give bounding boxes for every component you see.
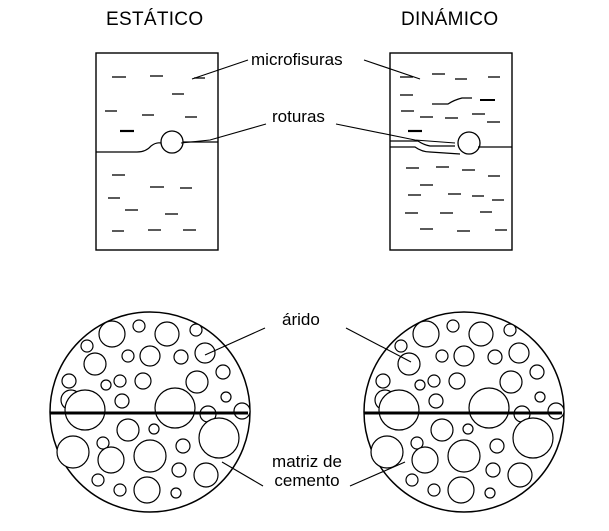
dynamic-microcracks — [400, 73, 507, 232]
dynamic-fracture-line-lower — [390, 146, 512, 155]
matrix-label: matriz de cemento — [264, 452, 350, 490]
dynamic-aggregates — [370, 319, 565, 504]
microcracks-leader-dynamic — [363, 59, 421, 80]
bottom-leader-lines — [204, 327, 412, 487]
ruptures-leader-dynamic — [335, 123, 456, 144]
dynamic-rupture-circle — [457, 131, 481, 155]
microcracks-leader-static — [191, 59, 249, 80]
matrix-leader-dynamic — [349, 461, 406, 487]
dynamic-fracture-line-upper — [390, 140, 455, 147]
microcracks-label: microfisuras — [251, 50, 343, 69]
matrix-label-line1: matriz de — [272, 452, 342, 471]
top-leader-lines — [180, 59, 456, 144]
aggregate-leader-static — [204, 327, 266, 356]
static-specimen-box — [95, 52, 219, 251]
static-microcracks — [105, 75, 205, 232]
matrix-leader-static — [221, 461, 264, 487]
static-aggregates — [56, 319, 251, 504]
matrix-label-line2: cemento — [274, 471, 340, 490]
ruptures-label: roturas — [272, 107, 325, 126]
aggregate-label: árido — [282, 310, 320, 329]
static-fracture-line — [96, 141, 218, 153]
aggregate-leader-dynamic — [345, 327, 412, 363]
dynamic-specimen-box — [389, 52, 513, 251]
static-rupture-circle — [160, 130, 184, 154]
static-heading: ESTÁTICO — [106, 9, 204, 30]
ruptures-leader-static — [180, 123, 267, 144]
dynamic-heading: DINÁMICO — [401, 9, 499, 30]
